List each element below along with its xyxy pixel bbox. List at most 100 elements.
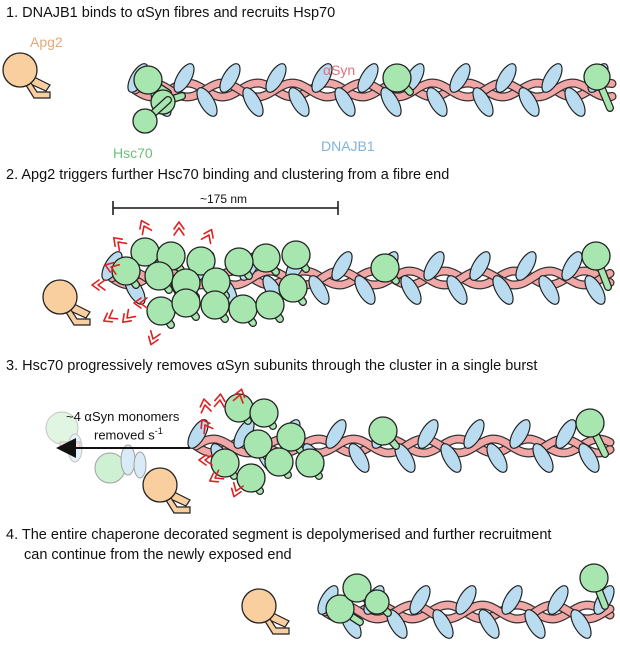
dnajb1-protein bbox=[538, 275, 560, 305]
apg2-label: Apg2 bbox=[30, 34, 63, 50]
dnajb1-protein bbox=[348, 443, 370, 473]
scale-bar bbox=[112, 201, 339, 215]
hsc70-protein bbox=[575, 408, 609, 458]
dnajb1-protein bbox=[463, 419, 485, 449]
dnajb1-protein bbox=[446, 275, 468, 305]
dnajb1-protein bbox=[308, 275, 330, 305]
red-arrow bbox=[121, 308, 137, 324]
red-arrow bbox=[213, 393, 226, 409]
dnajb1-protein bbox=[325, 419, 347, 449]
step-4-title: 4. The entire chaperone decorated segmen… bbox=[6, 526, 551, 544]
red-arrow bbox=[112, 236, 128, 252]
red-arrow bbox=[104, 261, 121, 275]
rate-label-line2: removed s-1 bbox=[94, 426, 163, 442]
red-arrow bbox=[147, 329, 161, 346]
hsc70-protein bbox=[111, 256, 141, 289]
dnajb1-protein bbox=[578, 443, 600, 473]
step-2-number: 2. bbox=[6, 167, 19, 183]
apg2-protein bbox=[42, 279, 91, 326]
dnajb1-protein bbox=[449, 63, 471, 93]
red-arrow bbox=[199, 398, 212, 414]
dnajb1-protein bbox=[564, 87, 586, 117]
dnajb1-protein bbox=[354, 275, 376, 305]
hsc70-protein bbox=[224, 247, 254, 280]
dnajb1-protein bbox=[541, 63, 563, 93]
dnajb1-protein bbox=[486, 443, 508, 473]
dnajb1-protein bbox=[334, 87, 356, 117]
hsc70-protein bbox=[201, 267, 231, 300]
red-arrow bbox=[133, 297, 148, 309]
hsc70-protein bbox=[171, 288, 201, 321]
red-arrow bbox=[173, 221, 185, 236]
hsc70-protein bbox=[228, 294, 258, 327]
hsc70-protein bbox=[364, 589, 392, 617]
dnajb1-protein bbox=[440, 443, 462, 473]
dnajb1-protein bbox=[547, 585, 569, 615]
dnajb1-protein bbox=[501, 585, 523, 615]
red-arrow bbox=[91, 279, 106, 291]
hsc70-protein bbox=[581, 241, 612, 291]
hsc70-protein bbox=[325, 594, 364, 626]
dnajb1-protein bbox=[409, 585, 431, 615]
dnajb1-protein bbox=[265, 63, 287, 93]
hsc70-protein bbox=[200, 290, 230, 323]
dnajb1-protein bbox=[570, 609, 592, 639]
dnajb1-protein bbox=[426, 87, 448, 117]
apg2-protein bbox=[2, 52, 51, 99]
hsc70-protein bbox=[382, 63, 414, 96]
red-arrow bbox=[139, 219, 153, 236]
red-arrow bbox=[232, 388, 246, 404]
hsc70-protein bbox=[224, 393, 254, 425]
dnajb1-protein bbox=[455, 585, 477, 615]
dnajb1-protein bbox=[357, 63, 379, 93]
dnajb1-protein bbox=[400, 275, 422, 305]
dnajb1-protein bbox=[524, 609, 546, 639]
step-4-number: 4. bbox=[6, 527, 19, 543]
hsc70-protein bbox=[583, 63, 614, 112]
dnajb1-protein bbox=[509, 419, 531, 449]
dnajb1-protein bbox=[219, 63, 241, 93]
step-2-text: Apg2 triggers further Hsc70 binding and … bbox=[21, 167, 450, 183]
hsc70-protein bbox=[276, 422, 306, 454]
dnajb1-protein bbox=[423, 251, 445, 281]
red-arrow bbox=[200, 419, 214, 435]
hsc70-protein bbox=[146, 296, 176, 329]
removed-asyn-monomers bbox=[94, 444, 147, 484]
hsc70-protein bbox=[579, 563, 609, 610]
hsc70-protein bbox=[264, 447, 294, 479]
step-4-title-line2: can continue from the newly exposed end bbox=[24, 547, 292, 563]
red-arrow bbox=[103, 309, 119, 323]
hsc70-protein bbox=[144, 261, 174, 294]
dnajb1-protein bbox=[515, 251, 537, 281]
hsc70-protein bbox=[255, 290, 285, 323]
dnajb1-protein bbox=[417, 419, 439, 449]
dnajb1-protein bbox=[561, 251, 583, 281]
rate-exponent: -1 bbox=[154, 426, 163, 436]
dnajb1-protein bbox=[478, 609, 500, 639]
scale-bar-label: ~175 nm bbox=[200, 192, 248, 206]
red-arrow bbox=[200, 228, 214, 245]
hsc70-protein bbox=[278, 273, 308, 306]
dnajb1-protein bbox=[492, 275, 514, 305]
dnajb1-protein bbox=[380, 87, 402, 117]
dnajb1-protein bbox=[584, 275, 606, 305]
apg2-protein bbox=[142, 467, 191, 514]
hsc70-protein bbox=[281, 240, 311, 273]
step-3-number: 3. bbox=[6, 358, 19, 374]
dnajb1-label: DNAJB1 bbox=[321, 138, 375, 154]
dnajb1-protein bbox=[555, 419, 577, 449]
hsc70-protein bbox=[295, 448, 325, 480]
dnajb1-protein bbox=[495, 63, 517, 93]
step-3-text: Hsc70 progressively removes αSyn subunit… bbox=[22, 358, 538, 374]
apg2-protein bbox=[241, 588, 290, 635]
step-3-title: 3. Hsc70 progressively removes αSyn subu… bbox=[6, 357, 537, 375]
step-1-text: DNAJB1 binds to αSyn fibres and recruits… bbox=[22, 5, 336, 21]
dnajb1-protein bbox=[532, 443, 554, 473]
hsc70-protein bbox=[210, 448, 240, 480]
dnajb1-protein bbox=[196, 87, 218, 117]
dnajb1-protein bbox=[311, 63, 333, 93]
hsc70-protein bbox=[368, 416, 400, 450]
step-1-title: 1. DNAJB1 binds to αSyn fibres and recru… bbox=[6, 4, 335, 22]
red-arrow bbox=[198, 454, 213, 466]
hsc70-protein bbox=[132, 96, 172, 134]
